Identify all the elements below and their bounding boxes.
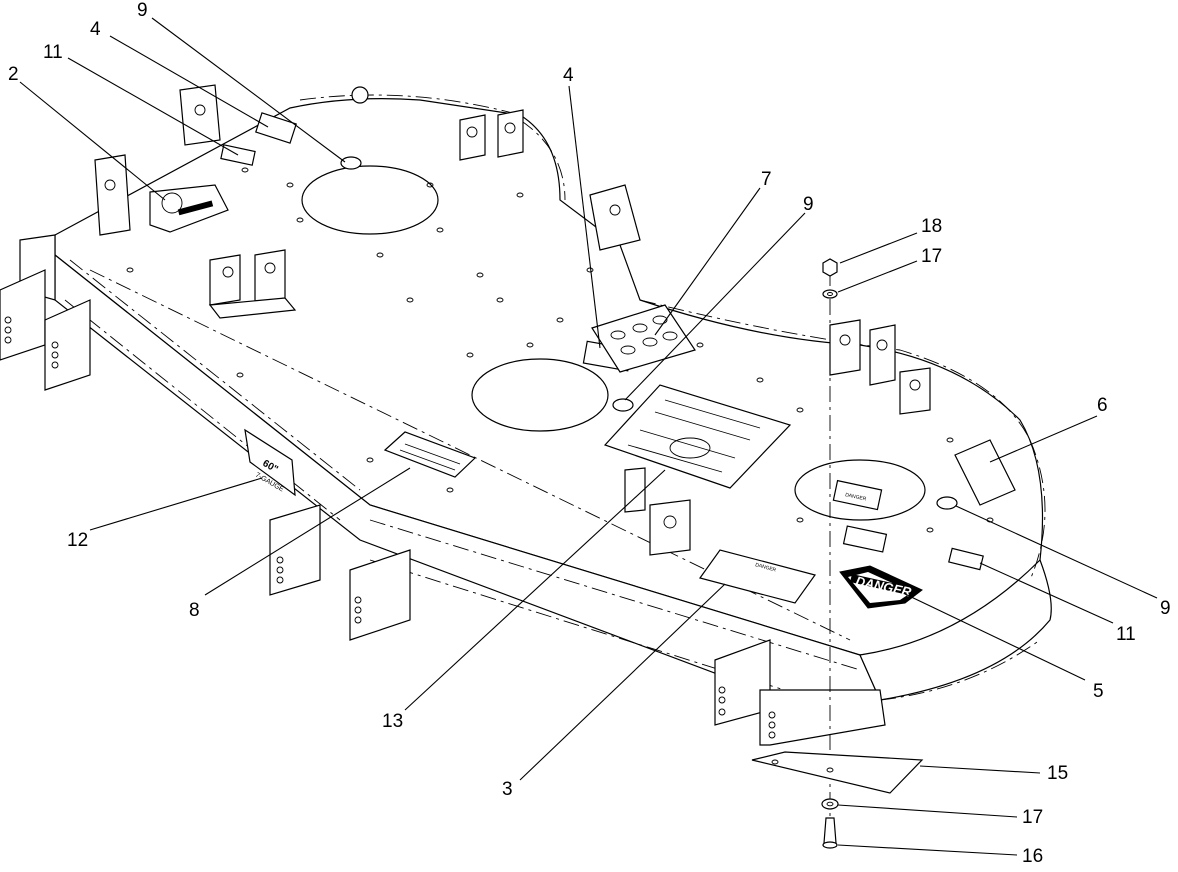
callout-3-danger-decal: 3 bbox=[502, 779, 513, 800]
callout-2-shield-decal: 2 bbox=[8, 64, 19, 85]
callout-9-rear-plug: 9 bbox=[137, 0, 148, 21]
plug-9-right bbox=[936, 496, 958, 510]
callout-17-upper-washer: 17 bbox=[921, 246, 942, 267]
callout-7-height-chart: 7 bbox=[761, 169, 772, 190]
mower-deck bbox=[0, 84, 1052, 746]
callout-13-instructions: 13 bbox=[382, 711, 403, 732]
callout-11-front-decal: 11 bbox=[1116, 624, 1136, 645]
deflector-plate bbox=[954, 439, 1016, 506]
height-plates bbox=[0, 269, 886, 746]
decal-right-danger: DANGER bbox=[832, 479, 883, 511]
hardware-stack bbox=[751, 258, 924, 849]
spindle-opening-left bbox=[301, 165, 439, 235]
callout-16-bolt: 16 bbox=[1022, 846, 1043, 867]
decal-5-danger-triangle: DANGER bbox=[839, 565, 923, 609]
decal-right-text: DANGER bbox=[845, 492, 868, 502]
decals: 60" 7-GAUGE DANGER DANGER DANGER bbox=[149, 112, 984, 609]
plug-9-rear bbox=[340, 156, 362, 170]
decal-11-front bbox=[948, 547, 984, 571]
callout-6-deflector: 6 bbox=[1097, 395, 1108, 416]
callout-numbers: 9 4 11 2 4 7 9 18 17 6 12 8 9 11 5 13 3 … bbox=[8, 0, 1171, 867]
decal-13-instructions bbox=[603, 384, 792, 489]
decal-7-height-chart bbox=[591, 304, 696, 373]
callout-5-danger-triangle: 5 bbox=[1093, 681, 1104, 702]
callout-15-skid-plate: 15 bbox=[1047, 763, 1068, 784]
mount-bracket-4 bbox=[624, 467, 691, 556]
callout-8-decal: 8 bbox=[189, 600, 200, 621]
bolt-16 bbox=[823, 817, 837, 844]
decal-4-rear bbox=[255, 112, 297, 144]
rear-bracket bbox=[94, 84, 641, 251]
plug-9-center bbox=[612, 398, 634, 412]
mount-bracket-1 bbox=[208, 249, 297, 319]
decal-2-shield bbox=[149, 184, 229, 233]
callout-11-rear-decal: 11 bbox=[43, 42, 63, 63]
callout-9-center-plug: 9 bbox=[803, 194, 814, 215]
callout-17-lower-washer: 17 bbox=[1022, 807, 1043, 828]
callout-18-nut: 18 bbox=[921, 216, 942, 237]
callout-4-center-decal: 4 bbox=[563, 65, 574, 86]
decal-3-danger: DANGER bbox=[699, 549, 816, 604]
callout-12-deck-size: 12 bbox=[67, 530, 88, 551]
nut-18 bbox=[822, 258, 838, 277]
callout-4-rear-decal: 4 bbox=[90, 19, 101, 40]
decal-3-text: DANGER bbox=[754, 562, 777, 573]
skid-plate-15 bbox=[751, 751, 924, 794]
spindle-opening-center bbox=[471, 358, 609, 432]
mount-bracket-2 bbox=[459, 109, 524, 161]
leader-lines bbox=[19, 17, 1158, 856]
decal-8 bbox=[383, 431, 477, 478]
mount-bracket-3 bbox=[829, 319, 931, 415]
callout-9-right-plug: 9 bbox=[1160, 598, 1171, 619]
right-rear-plate bbox=[842, 525, 888, 553]
